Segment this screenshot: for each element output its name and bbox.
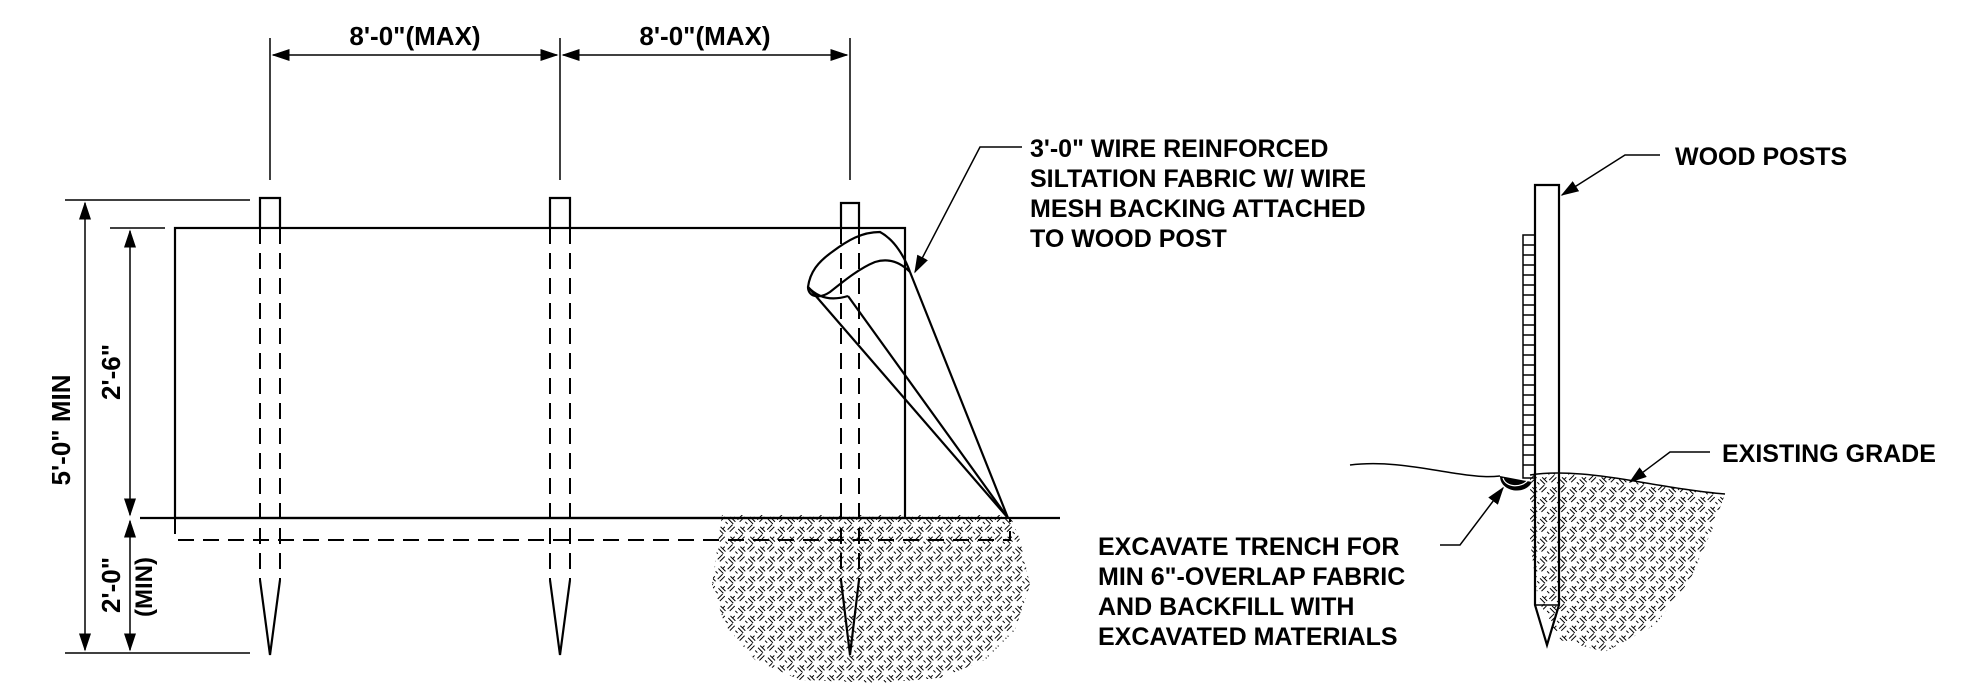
dim-embed-depth: 2'-0" xyxy=(96,557,126,613)
vertical-dimensions: 5'-0" MIN 2'-6" 2'-0" (MIN) xyxy=(46,199,250,654)
existing-grade-label: EXISTING GRADE xyxy=(1722,440,1936,468)
fence-elevation: 8'-0"(MAX) 8'-0"(MAX) 5'-0" MIN 2'-6" 2'… xyxy=(46,21,1366,683)
fabric-note-line-2: SILTATION FABRIC W/ WIRE xyxy=(1030,165,1366,193)
fabric-note-line-1: 3'-0" WIRE REINFORCED xyxy=(1030,135,1328,163)
post-1 xyxy=(258,196,282,656)
soil-hatch xyxy=(712,515,1030,683)
section-wood-post xyxy=(1533,183,1561,649)
horizontal-dimensions: 8'-0"(MAX) 8'-0"(MAX) xyxy=(269,21,851,180)
fabric-note-line-4: TO WOOD POST xyxy=(1030,225,1227,253)
section-trench xyxy=(1500,476,1532,491)
buried-fabric xyxy=(174,518,1011,541)
trench-note-line-1: EXCAVATE TRENCH FOR xyxy=(1098,533,1399,561)
fabric-note-line-3: MESH BACKING ATTACHED xyxy=(1030,195,1366,223)
dim-spacing-1: 8'-0"(MAX) xyxy=(349,21,480,51)
existing-grade-callout: EXISTING GRADE xyxy=(1628,440,1936,483)
trench-note-line-2: MIN 6"-OVERLAP FABRIC xyxy=(1098,563,1405,591)
fence-section: WOOD POSTS EXISTING GRADE EXCAVATE TRENC… xyxy=(1098,143,1936,652)
wood-posts-label: WOOD POSTS xyxy=(1675,143,1847,171)
dim-overall-height: 5'-0" MIN xyxy=(46,375,76,486)
peeled-fabric-corner xyxy=(806,230,1010,519)
section-soil-hatch xyxy=(1530,472,1725,652)
trench-note-line-4: EXCAVATED MATERIALS xyxy=(1098,623,1398,651)
dim-above-grade: 2'-6" xyxy=(96,344,126,400)
fabric-callout: 3'-0" WIRE REINFORCED SILTATION FABRIC W… xyxy=(914,135,1366,274)
post-3 xyxy=(839,201,861,656)
section-wire-mesh xyxy=(1522,234,1536,479)
trench-callout: EXCAVATE TRENCH FOR MIN 6"-OVERLAP FABRI… xyxy=(1098,486,1504,651)
trench-note-line-3: AND BACKFILL WITH xyxy=(1098,593,1354,621)
mesh-ticks xyxy=(1523,244,1535,466)
dim-spacing-2: 8'-0"(MAX) xyxy=(639,21,770,51)
fabric-panel xyxy=(173,226,907,520)
wood-posts-callout: WOOD POSTS xyxy=(1560,143,1847,196)
dim-embed-note: (MIN) xyxy=(131,557,158,617)
post-2 xyxy=(548,196,572,656)
